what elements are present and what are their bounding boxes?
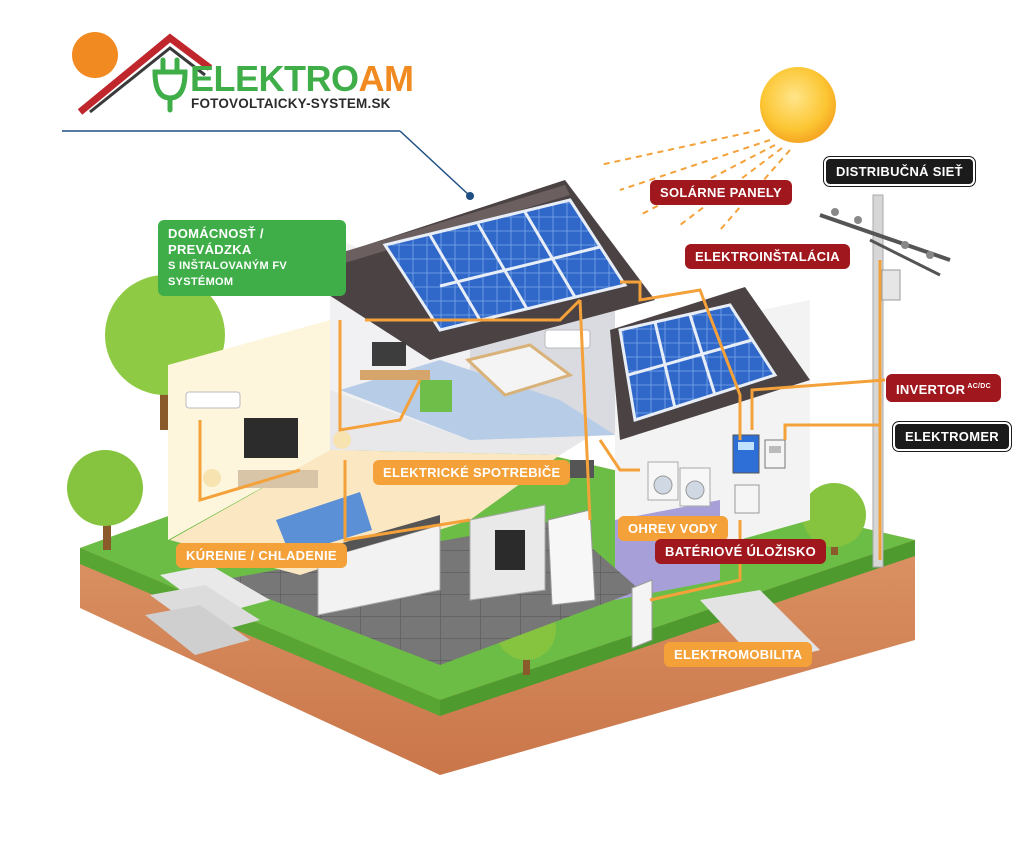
- logo: [72, 32, 213, 115]
- logo-website: FOTOVOLTAICKY-SYSTEM.SK: [191, 96, 391, 111]
- solar-panel-array-secondary: [618, 303, 778, 422]
- label-water-heating: OHREV VODY: [618, 516, 728, 541]
- inverter-icon: [732, 434, 760, 474]
- label-inverter-sup: AC/DC: [967, 383, 992, 390]
- label-solar-panels: SOLÁRNE PANELY: [650, 180, 792, 205]
- label-battery: BATÉRIOVÉ ÚLOŽISKO: [655, 539, 827, 564]
- logo-sun-icon: [72, 32, 118, 78]
- tree-icon: [67, 450, 143, 550]
- logo-brand: ELEKTROAM: [190, 58, 414, 100]
- kitchen: [317, 504, 596, 616]
- label-grid: DISTRIBUČNÁ SIEŤ: [824, 157, 975, 186]
- tree-icon: [802, 483, 866, 555]
- plug-icon: [152, 57, 188, 113]
- logo-brand-primary: ELEKTRO: [190, 58, 359, 99]
- sun-icon: [599, 67, 836, 231]
- label-household-line2: S INŠTALOVANÝM FV SYSTÉMOM: [168, 260, 287, 288]
- battery-icon: [631, 579, 653, 649]
- label-inverter-text: INVERTOR: [896, 382, 966, 397]
- solar-panel-array-main: [382, 198, 628, 332]
- label-meter: ELEKTROMER: [893, 422, 1011, 451]
- label-hvac: KÚRENIE / CHLADENIE: [176, 543, 347, 568]
- label-emobility: ELEKTROMOBILITA: [664, 642, 813, 667]
- label-household-line1: DOMÁCNOSŤ / PREVÁDZKA: [168, 226, 264, 257]
- label-appliances: ELEKTRICKÉ SPOTREBIČE: [373, 460, 571, 485]
- label-household: DOMÁCNOSŤ / PREVÁDZKA S INŠTALOVANÝM FV …: [158, 220, 346, 296]
- wiring: [198, 260, 886, 602]
- logo-roof-icon: [77, 33, 213, 115]
- utility-room: [631, 434, 786, 649]
- logo-brand-secondary: AM: [358, 58, 415, 99]
- label-wiring: ELEKTROINŠTALÁCIA: [685, 244, 850, 269]
- meter-icon: [764, 439, 786, 469]
